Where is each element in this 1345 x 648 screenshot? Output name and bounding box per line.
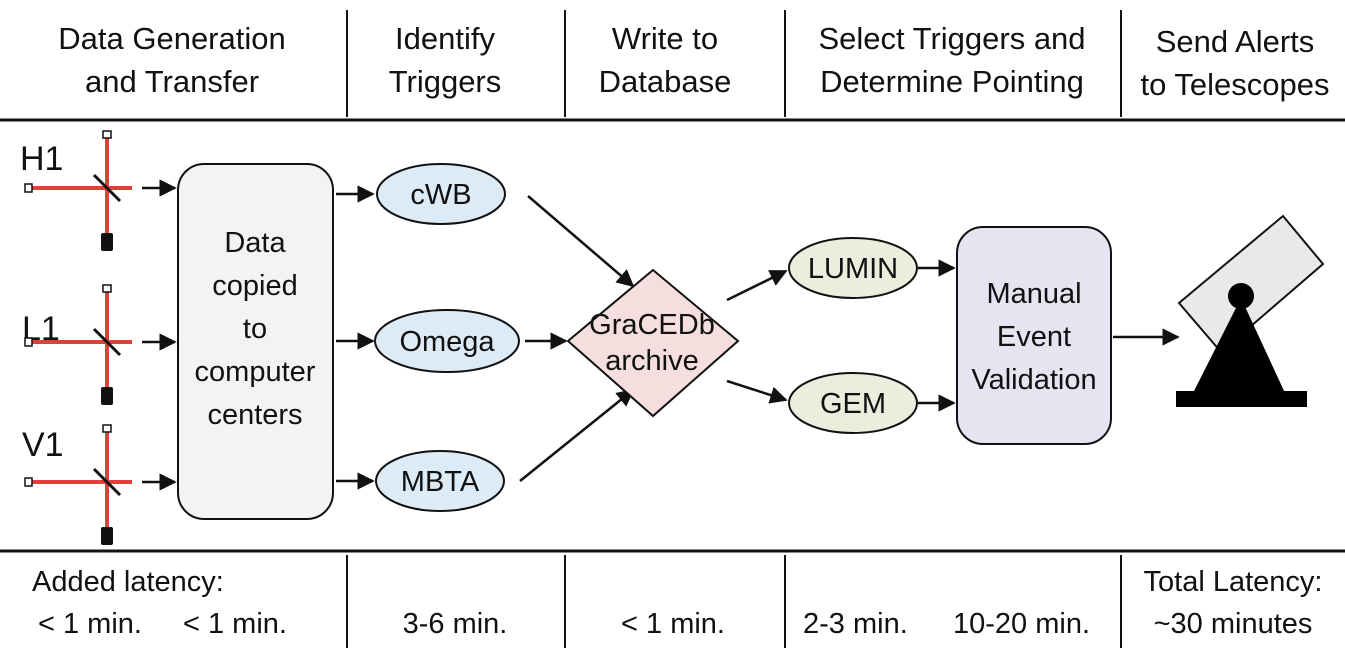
svg-text:archive: archive — [605, 345, 699, 377]
arrow-archive-to-lumin — [726, 269, 788, 302]
header-identify-triggers: Identify Triggers — [389, 21, 502, 99]
svg-text:Database: Database — [599, 64, 732, 99]
arrow-cwb-to-archive — [527, 195, 635, 288]
pipeline-mbta: MBTA — [375, 450, 505, 512]
footer-latency-col4: 2-3 min. 10-20 min. — [803, 608, 1090, 640]
svg-text:Added latency:: Added latency: — [32, 566, 224, 598]
svg-text:centers: centers — [207, 399, 302, 431]
svg-text:10-20 min.: 10-20 min. — [953, 608, 1090, 640]
svg-text:computer: computer — [195, 356, 316, 388]
interferometer-icon — [24, 284, 132, 405]
header-select-triggers: Select Triggers and Determine Pointing — [818, 21, 1085, 99]
svg-text:Identify: Identify — [395, 21, 495, 56]
pipeline-omega: Omega — [374, 309, 520, 373]
svg-text:GraCEDb: GraCEDb — [589, 309, 715, 341]
svg-text:H1: H1 — [20, 140, 63, 178]
svg-text:< 1 min.: < 1 min. — [183, 608, 287, 640]
svg-text:cWB: cWB — [410, 179, 471, 211]
footer-latency-col2: 3-6 min. — [403, 608, 508, 640]
svg-text:~30 minutes: ~30 minutes — [1154, 608, 1313, 640]
header-data-generation: Data Generation and Transfer — [58, 21, 285, 99]
interferometer-icon — [24, 424, 132, 545]
gracedb-archive: GraCEDb archive — [566, 268, 740, 418]
svg-text:Total Latency:: Total Latency: — [1144, 566, 1323, 598]
svg-text:Omega: Omega — [399, 326, 495, 358]
selector-lumin: LUMIN — [788, 237, 918, 299]
svg-text:V1: V1 — [22, 426, 64, 464]
detector-v1: V1 — [22, 424, 132, 545]
detector-l1: L1 — [22, 284, 132, 405]
svg-text:< 1 min.: < 1 min. — [38, 608, 142, 640]
svg-text:copied: copied — [212, 270, 297, 302]
svg-text:Data: Data — [224, 227, 286, 259]
footer-latency-col1: Added latency: < 1 min. < 1 min. — [32, 566, 287, 640]
manual-validation-box: Manual Event Validation — [956, 226, 1112, 445]
svg-text:Event: Event — [997, 321, 1071, 353]
svg-text:Write to: Write to — [612, 21, 718, 56]
interferometer-icon — [24, 130, 132, 251]
selector-gem: GEM — [788, 372, 918, 434]
svg-text:Send Alerts: Send Alerts — [1156, 24, 1315, 59]
telescope-icon — [1176, 214, 1325, 407]
arrow-mbta-to-archive — [519, 388, 635, 482]
svg-text:Triggers: Triggers — [389, 64, 502, 99]
svg-text:and Transfer: and Transfer — [85, 64, 259, 99]
header-send-alerts: Send Alerts to Telescopes — [1141, 24, 1330, 102]
svg-text:LUMIN: LUMIN — [808, 253, 898, 285]
detector-h1: H1 — [20, 130, 132, 251]
svg-text:2-3 min.: 2-3 min. — [803, 608, 908, 640]
svg-text:to Telescopes: to Telescopes — [1141, 67, 1330, 102]
header-write-database: Write to Database — [599, 21, 732, 99]
svg-text:to: to — [243, 313, 267, 345]
arrow-archive-to-gem — [726, 379, 788, 404]
svg-text:GEM: GEM — [820, 388, 886, 420]
svg-text:Determine Pointing: Determine Pointing — [820, 64, 1084, 99]
svg-text:Validation: Validation — [971, 364, 1096, 396]
svg-text:Data Generation: Data Generation — [58, 21, 285, 56]
svg-text:MBTA: MBTA — [401, 466, 480, 498]
svg-text:Select Triggers and: Select Triggers and — [818, 21, 1085, 56]
computer-centers-box: Data copied to computer centers — [177, 163, 334, 520]
svg-text:Manual: Manual — [986, 278, 1081, 310]
footer-total-latency: Total Latency: ~30 minutes — [1144, 566, 1323, 640]
footer-latency-col3: < 1 min. — [621, 608, 725, 640]
pipeline-cwb: cWB — [376, 163, 506, 225]
